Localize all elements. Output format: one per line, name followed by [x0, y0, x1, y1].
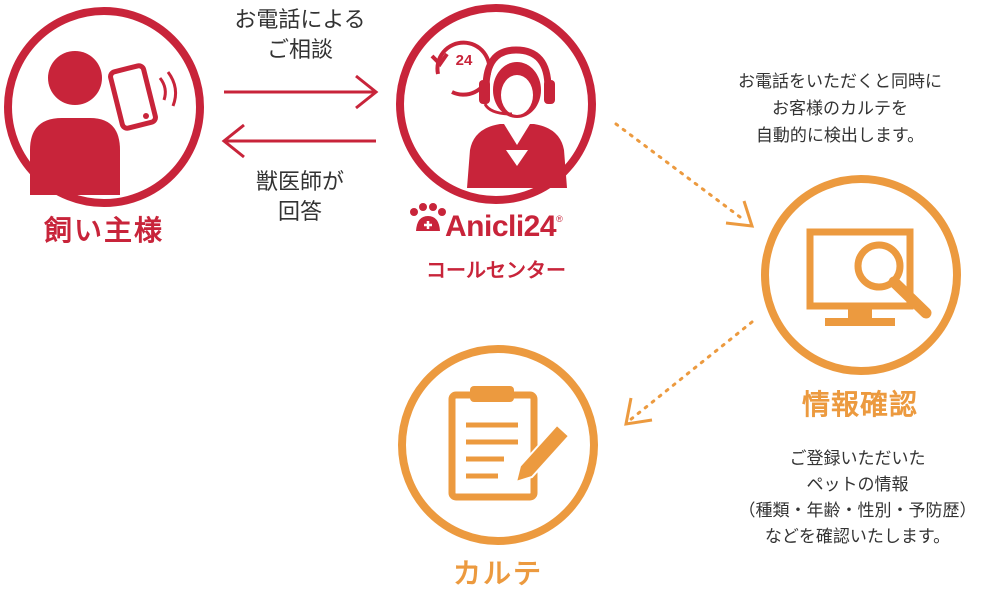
dotted-arrow-detect: [614, 122, 755, 228]
operator-headset-icon: [467, 46, 567, 188]
detect-note-line2: お客様のカルテを: [772, 99, 908, 119]
answer-arrow: [221, 123, 376, 159]
callcenter-node: [396, 4, 596, 204]
pet-note-line3: （種類・年齢・性別・予防歴）: [738, 501, 977, 521]
registered-mark: ®: [556, 214, 563, 224]
chart-label: カルテ: [452, 557, 543, 590]
brand-name: Anicli24: [445, 210, 557, 243]
owner-label: 飼い主様: [43, 214, 164, 247]
info-check-label: 情報確認: [801, 388, 918, 421]
consult-arrow: [224, 74, 379, 110]
24-hours-badge-text: 24: [455, 52, 473, 69]
info-check-node: [761, 175, 961, 375]
consult-label-line2: ご相談: [266, 38, 333, 63]
owner-node: [4, 7, 204, 207]
clipboard-pencil-icon: [448, 386, 571, 501]
callcenter-label: コールセンター: [426, 258, 566, 282]
detect-note-line1: お電話をいただくと同時に: [738, 72, 942, 92]
pet-note: ご登録いただいた ペットの情報 （種類・年齢・性別・予防歴） などを確認いたしま…: [715, 446, 1000, 550]
answer-label-line1: 獣医師が: [255, 170, 344, 195]
brand-logo: Anicli24®: [445, 210, 563, 244]
answer-label: 獣医師が 回答: [210, 168, 390, 228]
paw-logo-icon: [410, 203, 446, 231]
pet-note-line4: などを確認いたします。: [764, 527, 951, 547]
dotted-arrow-confirm: [624, 320, 754, 426]
chart-node: [398, 345, 598, 545]
monitor-magnifier-icon: [806, 228, 932, 326]
answer-label-line2: 回答: [277, 200, 322, 225]
consult-label-line1: お電話による: [234, 8, 366, 33]
24-hours-badge-icon: [430, 40, 492, 97]
consult-label: お電話による ご相談: [210, 6, 390, 66]
pet-note-line1: ご登録いただいた: [789, 449, 926, 469]
pet-note-line2: ペットの情報: [806, 475, 909, 495]
detect-note: お電話をいただくと同時に お客様のカルテを 自動的に検出します。: [690, 69, 990, 150]
person-with-phone-icon: [30, 51, 178, 195]
detect-note-line3: 自動的に検出します。: [755, 126, 925, 146]
